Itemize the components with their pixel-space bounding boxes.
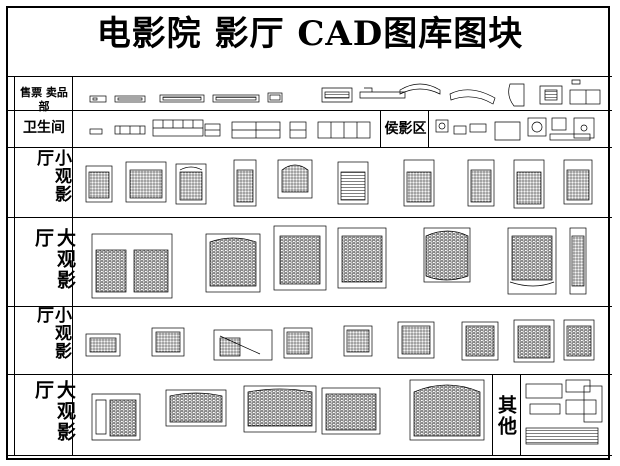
row-label-small-hall-1: 小观影厅 bbox=[33, 149, 71, 203]
row-label-large-hall-2: 大观影厅 bbox=[32, 380, 76, 443]
waiting-area-divider bbox=[428, 110, 429, 147]
row-divider bbox=[8, 306, 612, 307]
row-label-ticket: 售票 卖品部 bbox=[20, 86, 68, 113]
row-label-small-hall-2: 小观影厅 bbox=[33, 306, 71, 360]
toilet-drawing bbox=[89, 119, 371, 139]
row-label-large-hall-1: 大观影厅 bbox=[32, 228, 76, 291]
small-hall-drawings-2 bbox=[85, 319, 595, 363]
waiting-area-drawing bbox=[435, 117, 595, 141]
label-column-left-border bbox=[14, 76, 15, 455]
large-hall-drawings bbox=[91, 225, 587, 299]
other-divider bbox=[520, 374, 521, 455]
label-column-right-border bbox=[72, 76, 73, 455]
row-label-waiting: 侯影区 bbox=[384, 121, 427, 137]
row-label-toilet: 卫生间 bbox=[23, 120, 65, 136]
ticket-counter-drawing bbox=[89, 79, 601, 107]
page-title: 电影院 影厅 CAD图库图块 bbox=[96, 14, 524, 54]
waiting-area-divider bbox=[380, 110, 381, 147]
other-divider bbox=[492, 374, 493, 455]
small-hall-drawings bbox=[85, 159, 593, 209]
drawing-sheet bbox=[6, 6, 610, 460]
row-divider bbox=[8, 217, 612, 218]
row-divider bbox=[8, 110, 612, 111]
row-divider bbox=[8, 455, 612, 456]
row-divider bbox=[8, 76, 612, 77]
other-drawings bbox=[525, 379, 603, 445]
row-divider bbox=[8, 147, 612, 148]
large-hall-drawings-2 bbox=[91, 379, 485, 441]
row-divider bbox=[8, 374, 612, 375]
row-label-other: 其他 bbox=[495, 395, 517, 437]
